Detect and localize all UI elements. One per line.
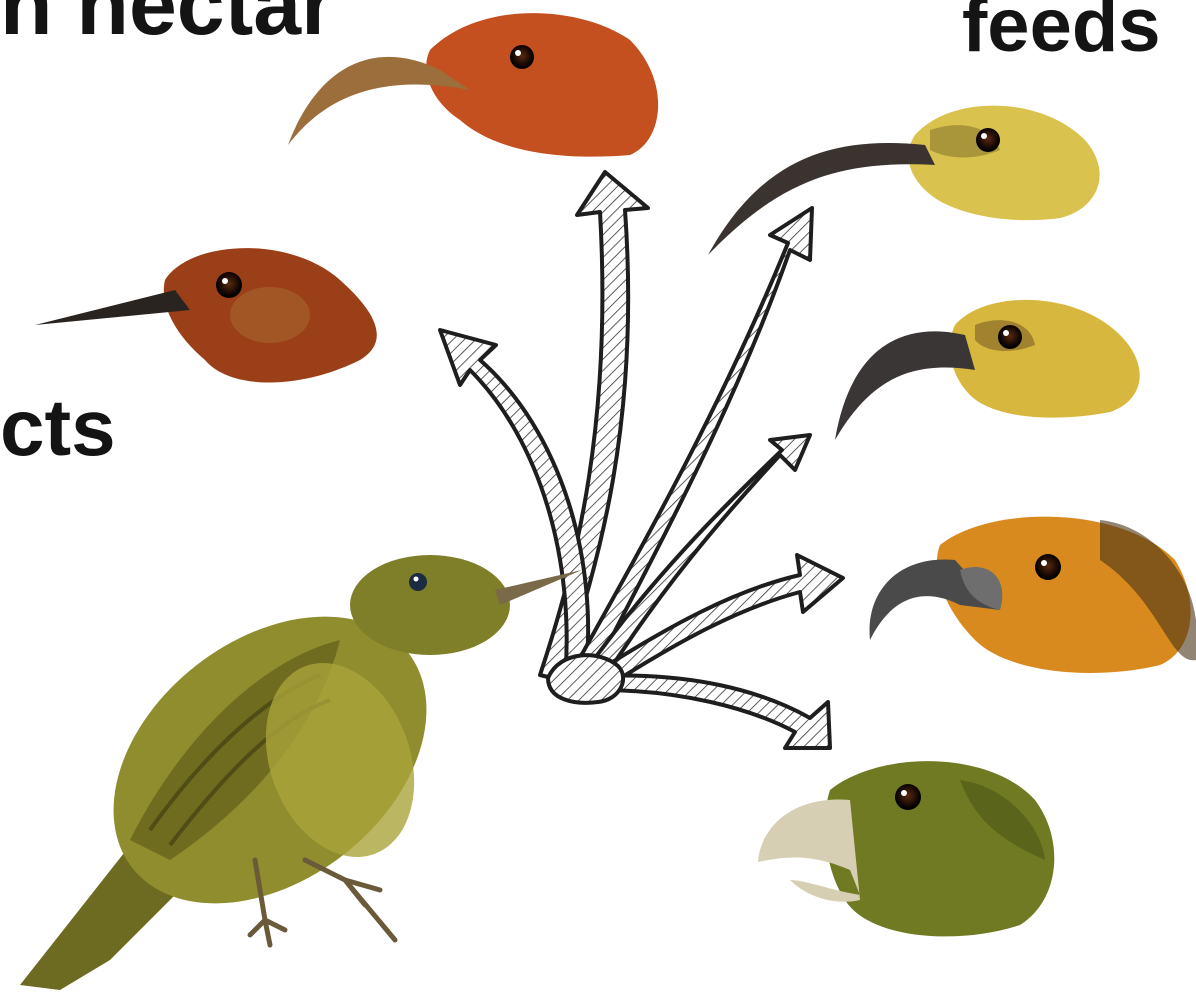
arrow-to-olive-finch-bill: [595, 675, 830, 748]
arrow-base: [548, 655, 623, 703]
red-sickle-bill-head: [288, 13, 658, 157]
yellow-mid-curve-head: [835, 300, 1140, 440]
red-thin-bill-head: [35, 248, 377, 382]
arrow-to-red-sickle-bill: [540, 172, 648, 680]
yellow-long-curve-head: [708, 106, 1100, 255]
olive-finch-bill-head: [758, 761, 1054, 936]
radiation-arrows: [440, 172, 843, 748]
orange-heavy-hook-head: [870, 517, 1196, 673]
ancestral-bird: [20, 555, 582, 990]
